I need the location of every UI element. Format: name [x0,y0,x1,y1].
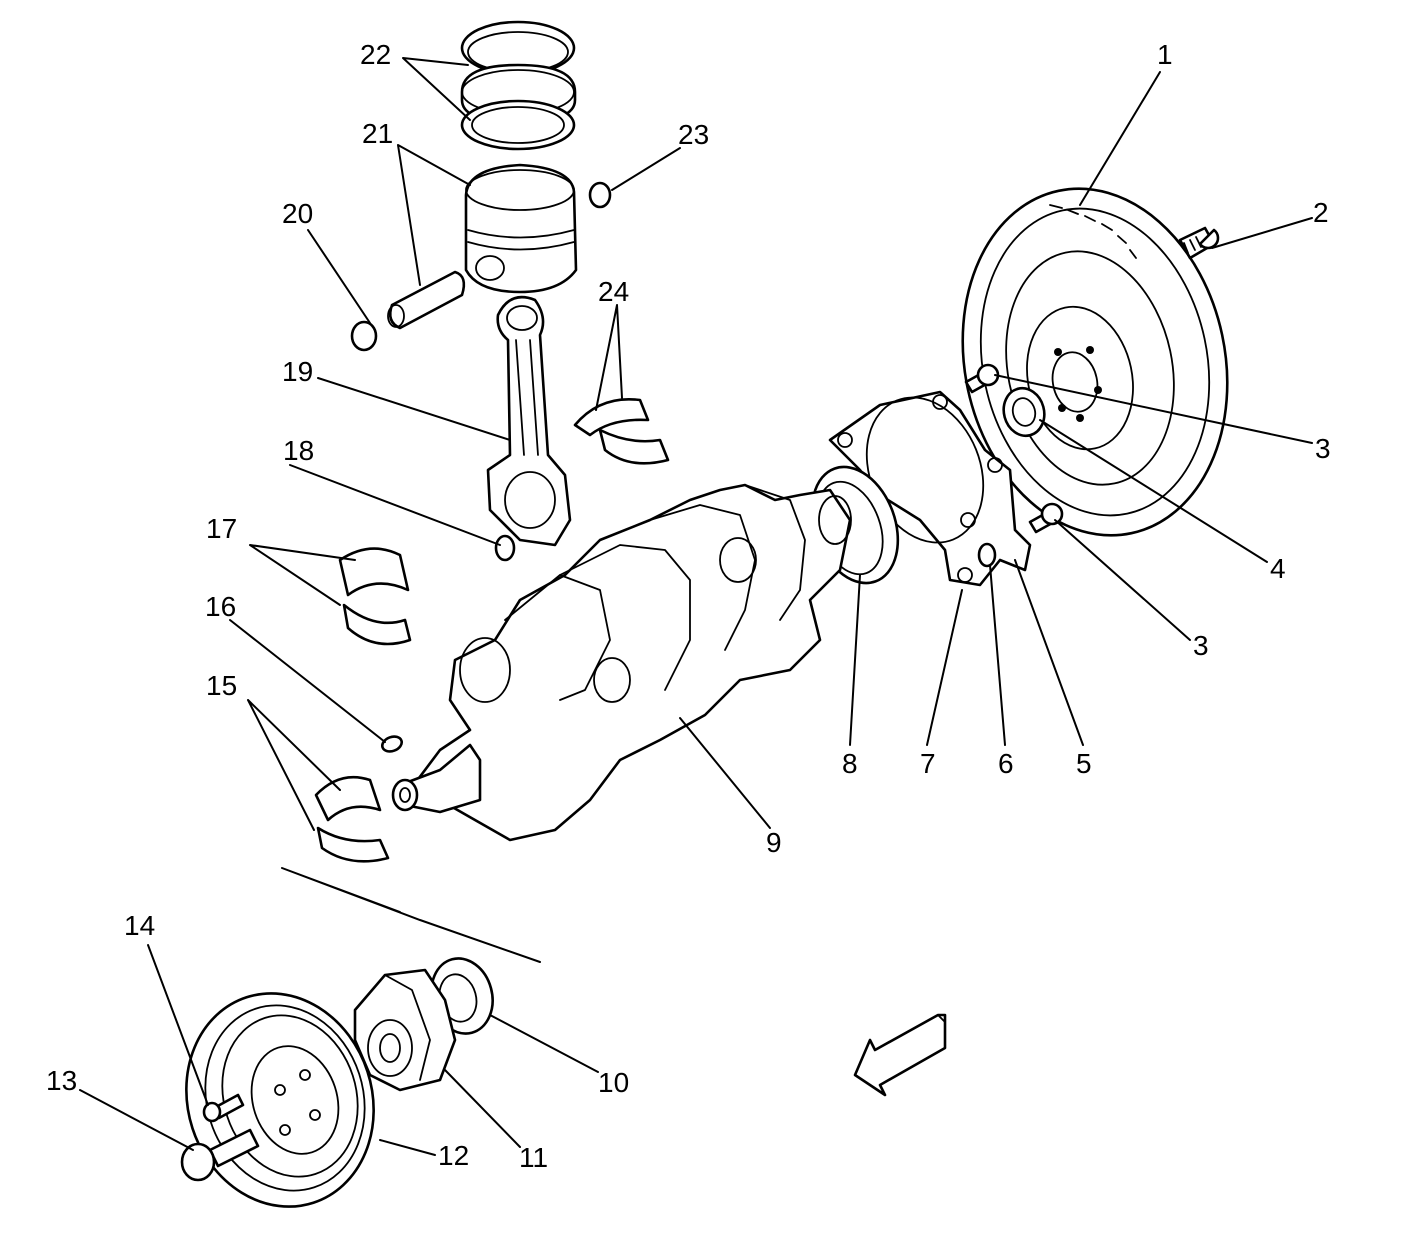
callout-18: 18 [283,435,314,466]
callout-4: 4 [1270,553,1286,584]
rod-bearing-insert [494,534,516,562]
callout-12: 12 [438,1140,469,1171]
pin-retainer-23 [588,181,612,209]
rod-bearing-24 [573,398,670,465]
flywheel [961,187,1229,537]
callout-19: 19 [282,356,313,387]
piston-rings [460,20,577,151]
balancer-bolt-13 [180,1128,260,1182]
callout-5: 5 [1076,748,1092,779]
callout-9: 9 [766,827,782,858]
callout-1: 1 [1157,39,1173,70]
callout-17: 17 [206,513,237,544]
callout-labels: 1 2 3 3 4 5 6 7 8 9 10 11 12 13 14 15 16… [46,39,1331,1173]
front-direction-arrow-icon [853,1013,947,1097]
callout-3-lower: 3 [1193,630,1209,661]
dowel-pin-6 [977,542,997,568]
callout-8: 8 [842,748,858,779]
callout-21: 21 [362,118,393,149]
callout-22: 22 [360,39,391,70]
piston [464,163,578,294]
callout-11: 11 [519,1142,548,1173]
main-bearing-upper-15 [314,775,390,863]
callout-23: 23 [678,119,709,150]
crankshaft [391,483,852,842]
leader-lines [79,57,1313,1156]
callout-3-upper: 3 [1315,433,1331,464]
pin-retainer-20 [350,320,378,352]
main-bearing-17 [338,547,412,646]
rear-main-seal-housing [828,390,1032,587]
callout-7: 7 [920,748,936,779]
callout-24: 24 [598,276,629,307]
balancer-bolt-14 [202,1093,245,1123]
callout-2: 2 [1313,197,1329,228]
callout-14: 14 [124,910,155,941]
connecting-rod [486,295,572,547]
callout-20: 20 [282,198,313,229]
callout-13: 13 [46,1065,77,1096]
piston-pin [387,270,466,330]
bolt-3-lower [1028,502,1064,534]
callout-10: 10 [598,1067,629,1098]
flywheel-bolt-2 [1178,226,1220,260]
callout-16: 16 [205,591,236,622]
pilot-bearing [1002,386,1046,438]
crankshaft-key [381,735,403,753]
callout-6: 6 [998,748,1014,779]
callout-15: 15 [206,670,237,701]
